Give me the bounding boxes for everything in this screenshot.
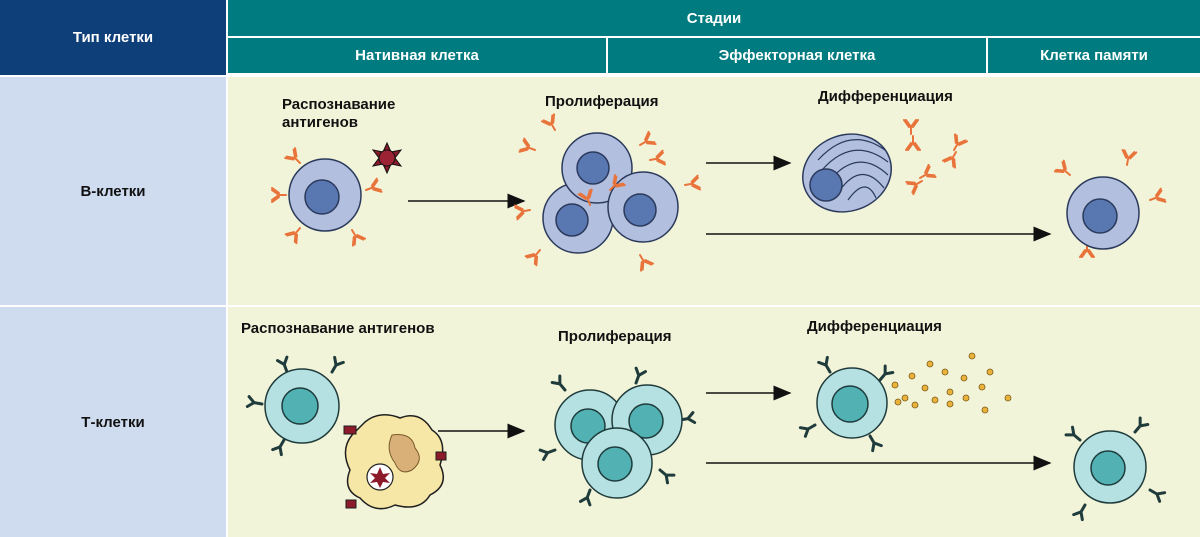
header-memory-cell: Клетка памяти — [988, 38, 1200, 73]
row-label-t-cells: Т-клетки — [0, 307, 226, 537]
header-naive-cell: Нативная клетка — [228, 38, 606, 73]
b-proliferation-label: Пролиферация — [545, 93, 659, 110]
b-cells-panel — [228, 77, 1200, 305]
proliferating-b-cells — [513, 113, 702, 272]
antigen-presenting-cell — [343, 414, 447, 510]
naive-b-cell — [271, 147, 383, 247]
header-stages: Стадии — [228, 0, 1200, 36]
plasma-cell — [802, 133, 892, 213]
memory-t-cell — [1064, 416, 1167, 522]
proliferating-t-cells — [538, 366, 697, 507]
header-effector-cell: Эффекторная клетка — [608, 38, 986, 73]
effector-t-cell — [798, 355, 895, 453]
b-recognition-label: Распознавание антигенов — [282, 96, 396, 131]
antigen-star-icon — [371, 141, 403, 175]
b-differentiation-label: Дифференциация — [818, 88, 953, 105]
naive-t-cell — [245, 355, 345, 457]
t-proliferation-label: Пролиферация — [558, 328, 672, 345]
cytokines — [891, 352, 1012, 414]
memory-b-cell — [1053, 148, 1167, 258]
t-recognition-label: Распознавание антигенов — [241, 320, 435, 337]
row-label-b-cells: В-клетки — [0, 77, 226, 305]
t-differentiation-label: Дифференциация — [807, 318, 942, 335]
header-cell-type: Тип клетки — [0, 0, 226, 75]
free-antibodies — [903, 119, 969, 196]
